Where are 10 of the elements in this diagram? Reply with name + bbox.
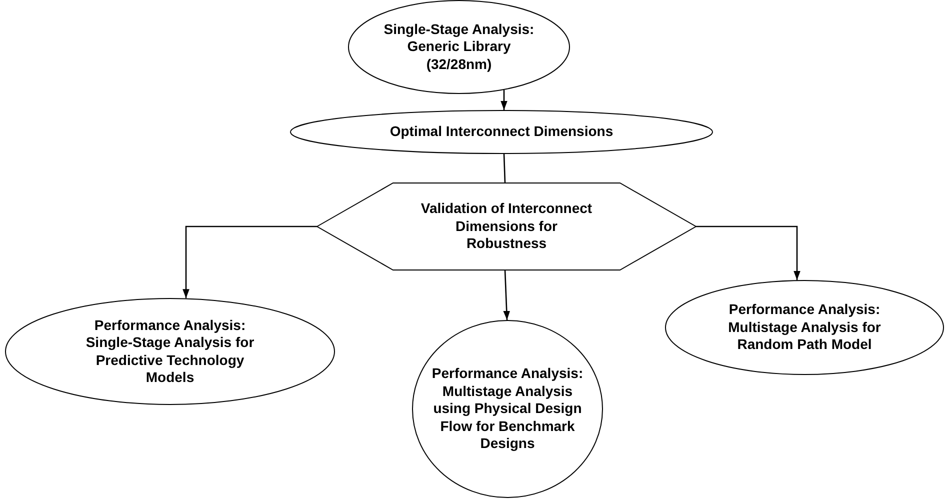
connector-arrow — [500, 90, 508, 110]
node-label: Performance Analysis: Multistage Analysis using Physical Design Flow for Benchmark Designs — [430, 365, 584, 453]
node-label: Optimal Interconnect Dimensions — [390, 123, 614, 141]
node-label: Validation of Interconnect Dimensions for Robustness — [420, 200, 594, 253]
node-label: Performance Analysis: Single-Stage Analysis for Predictive Technology Models — [84, 316, 256, 386]
node-label: Performance Analysis: Multistage Analysis for Random Path Model — [727, 301, 882, 354]
connector-arrow — [182, 226, 317, 298]
connector-arrow — [696, 226, 800, 280]
connector-arrow — [503, 270, 510, 320]
node-label: Single-Stage Analysis: Generic Library (32/28nm) — [382, 20, 536, 74]
